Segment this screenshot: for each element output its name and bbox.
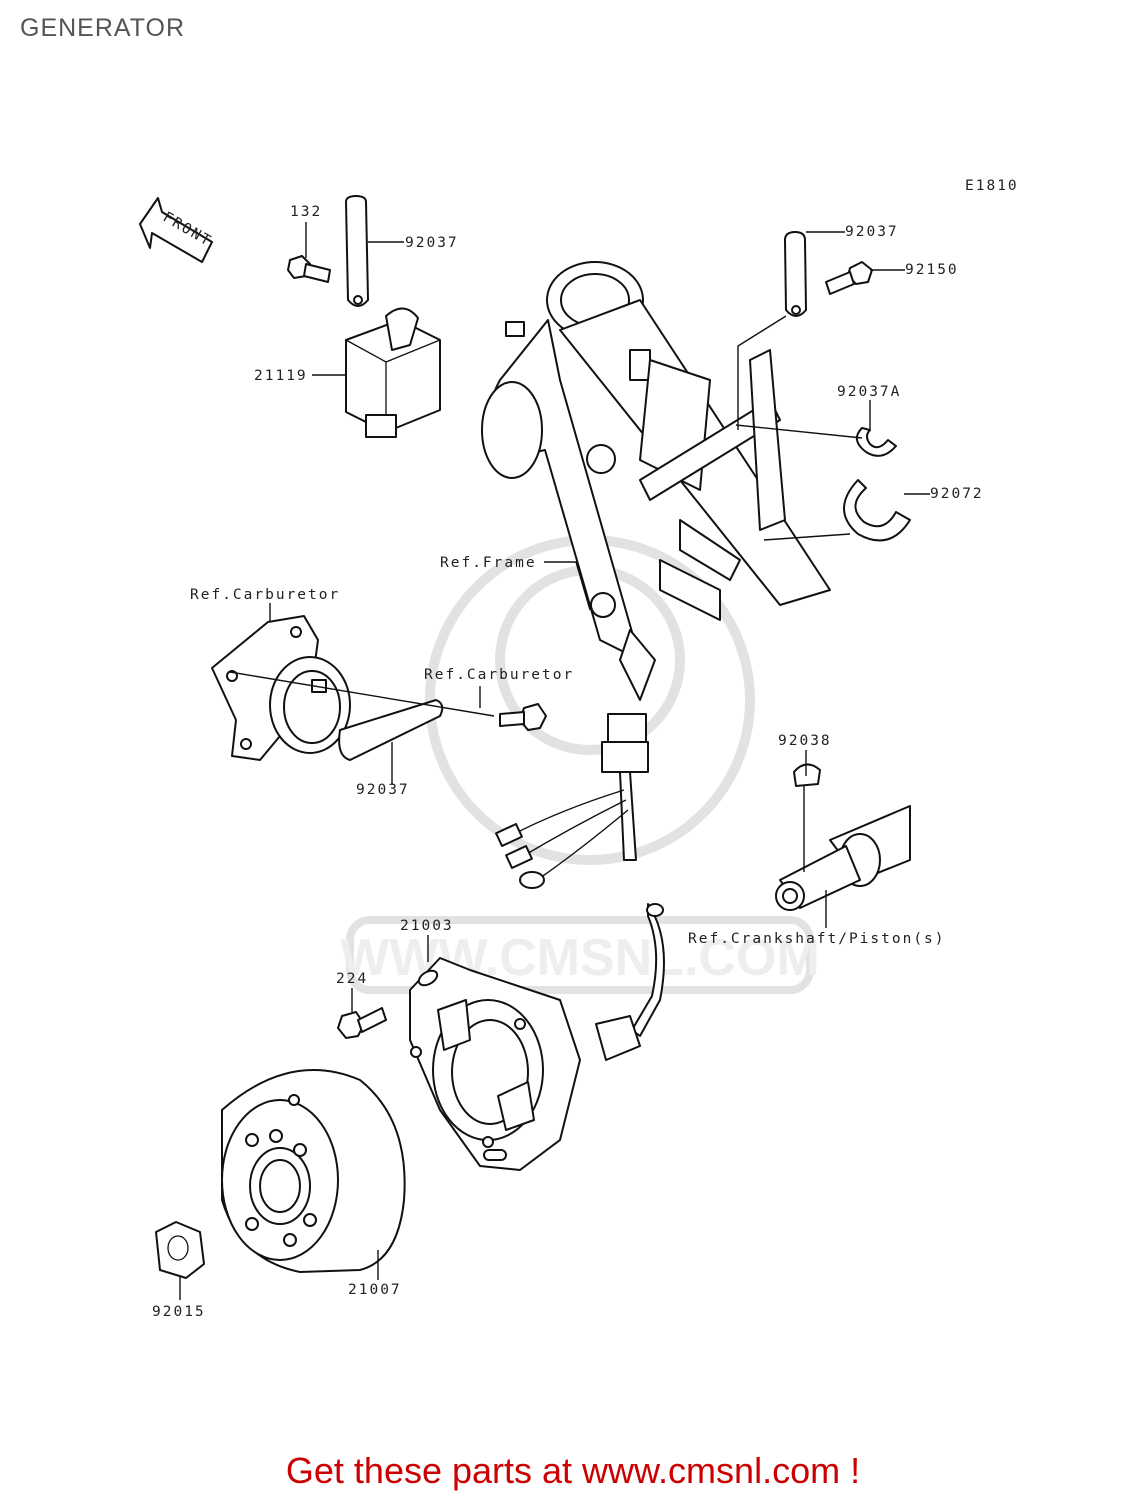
footer-promo-text: Get these parts at www.cmsnl.com ! [285,1450,861,1491]
label-92037A: 92037A [837,384,901,400]
label-92037-b: 92037 [845,224,899,240]
band-92037-c [338,699,444,761]
leader-lines [179,222,930,1300]
label-ref-frame: Ref.Frame [440,555,537,571]
flywheel-rotor-21007 [221,1069,406,1273]
label-224: 224 [336,971,368,987]
label-92150: 92150 [905,262,959,278]
label-92015: 92015 [152,1304,206,1320]
label-ref-carburetor-a: Ref.Carburetor [190,587,340,603]
page-title: GENERATOR [20,14,186,42]
label-ref-carburetor-b: Ref.Carburetor [424,667,574,683]
band-92037-b [784,231,807,317]
bolt-224 [337,1007,387,1039]
carburetor-insulator [211,615,351,761]
label-21119: 21119 [254,368,308,384]
crankshaft-end [775,805,911,911]
label-21003: 21003 [400,918,454,934]
clamp-92072 [843,479,911,542]
band-92037-a [345,195,369,307]
bolt-92150 [825,261,873,295]
key-92038 [793,763,821,787]
label-92038: 92038 [778,733,832,749]
cdi-unit-21119 [345,307,441,438]
wiring-connector [495,713,665,1037]
label-21007: 21007 [348,1282,402,1298]
stator-plate-21003 [409,957,641,1171]
frame-part [481,261,831,701]
label-92037-c: 92037 [356,782,410,798]
bolt-132 [287,255,331,283]
front-arrow-icon: FRONT [139,197,214,263]
label-132: 132 [290,204,322,220]
clamp-92037A [855,427,897,457]
label-ref-crankshaft: Ref.Crankshaft/Piston(s) [688,931,946,947]
carburetor-bolt [499,703,547,731]
label-92072: 92072 [930,486,984,502]
nut-92015 [155,1221,205,1279]
diagram-code: E1810 [965,178,1019,194]
label-92037-a: 92037 [405,235,459,251]
